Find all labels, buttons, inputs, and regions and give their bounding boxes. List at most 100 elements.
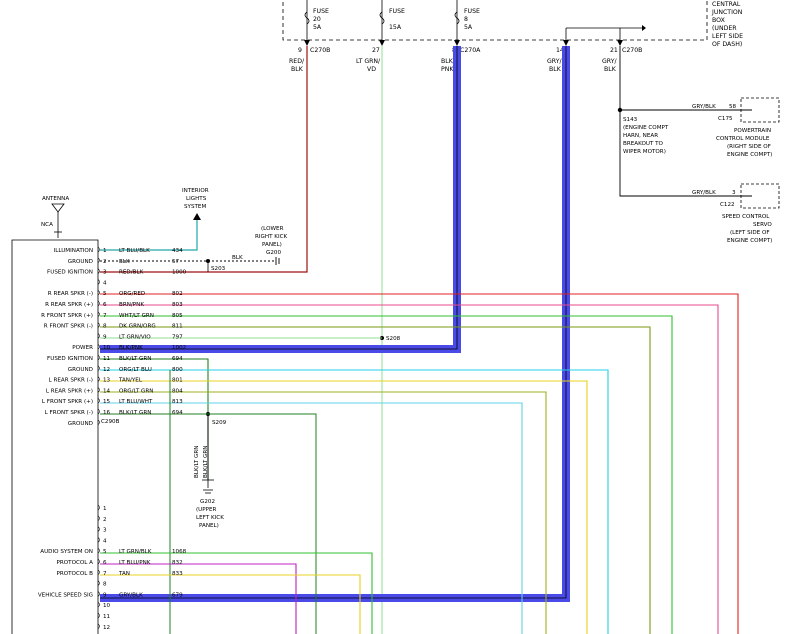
- row-wire: BLK/PNK: [119, 345, 143, 351]
- svg-text:BLK: BLK: [604, 66, 617, 73]
- svg-text:FUSE: FUSE: [389, 8, 405, 15]
- row-pin: 1: [103, 506, 107, 512]
- svg-text:(LOWER: (LOWER: [261, 226, 284, 232]
- connector-pin-tick: [97, 376, 100, 382]
- row-pin: 2: [103, 259, 107, 265]
- row-pin: 4: [103, 538, 107, 544]
- row-wire: RED/BLK: [119, 270, 144, 276]
- row-circuit: 801: [172, 378, 183, 384]
- svg-text:LEFT KICK: LEFT KICK: [196, 515, 224, 521]
- connector-pin-tick: [97, 268, 100, 274]
- junction-label-line-5: LEFT SIDE: [712, 33, 743, 40]
- pcm-wire-label: GRY/BLK: [692, 104, 716, 110]
- connector-pin-tick: [97, 333, 100, 339]
- row-circuit: 802: [172, 291, 183, 297]
- row-wire: ORG/RED: [119, 291, 145, 297]
- svg-text:BREAKOUT TO: BREAKOUT TO: [623, 141, 664, 147]
- row-pin: 10: [103, 345, 111, 351]
- svg-text:HARN, NEAR: HARN, NEAR: [623, 133, 658, 139]
- svg-text:(RIGHT SIDE OF: (RIGHT SIDE OF: [727, 144, 771, 150]
- splice-s209: S209: [212, 420, 227, 426]
- conn-c270a: C270A: [460, 47, 481, 54]
- svg-text:SYSTEM: SYSTEM: [184, 204, 206, 210]
- connector-pin-tick: [97, 515, 100, 522]
- row-pin: 7: [103, 313, 107, 319]
- connector-pin-tick: [97, 537, 100, 543]
- svg-text:BLK/LT GRN: BLK/LT GRN: [203, 446, 209, 478]
- row-pin: 7: [103, 571, 107, 577]
- svg-text:BLK/: BLK/: [441, 58, 456, 65]
- row-pin: 9: [103, 334, 107, 340]
- svg-text:GRY/: GRY/: [547, 58, 562, 65]
- row-pin: 12: [103, 367, 110, 373]
- svg-text:BLK: BLK: [549, 66, 562, 73]
- row-wire: WHT/LT GRN: [119, 313, 154, 319]
- row-pin: 11: [103, 614, 111, 620]
- svg-text:GRY/: GRY/: [602, 58, 617, 65]
- row-label: R FRONT SPKR (-): [44, 324, 93, 330]
- row-wire: DK GRN/ORG: [119, 324, 156, 330]
- svg-text:(UPPER: (UPPER: [196, 507, 217, 513]
- row-pin: 5: [103, 291, 107, 297]
- interior-lights-system: INTERIOR LIGHTS SYSTEM: [100, 188, 209, 251]
- svg-text:(ENGINE COMPT: (ENGINE COMPT: [623, 125, 669, 131]
- row-label: POWER: [72, 345, 93, 351]
- svg-text:S143: S143: [623, 117, 638, 123]
- row-label: FUSED IGNITION: [47, 270, 93, 276]
- pin-14: 14: [556, 47, 564, 54]
- junction-label-line-2: JUNCTION: [711, 9, 743, 16]
- row-pin: 13: [103, 378, 111, 384]
- pcm-pin: 58: [729, 104, 737, 110]
- row-wire: BLK/LT GRN: [119, 410, 151, 416]
- row-circuit: 800: [172, 367, 183, 373]
- connector-pin-tick: [97, 279, 100, 285]
- svg-text:RED/: RED/: [289, 58, 305, 65]
- svg-text:5A: 5A: [464, 24, 473, 31]
- svg-text:CONTROL MODULE: CONTROL MODULE: [716, 136, 770, 142]
- row-pin: 15: [103, 399, 111, 405]
- row-circuit: 803: [172, 302, 183, 308]
- connector-pin-tick: [97, 365, 100, 372]
- connector-pin-tick: [97, 623, 100, 630]
- pin-9: 9: [298, 47, 302, 54]
- svg-text:INTERIOR: INTERIOR: [182, 188, 209, 194]
- svg-text:POWERTRAIN: POWERTRAIN: [734, 128, 771, 134]
- row-wire: TAN/YEL: [118, 378, 143, 384]
- row-circuit: 1068: [172, 549, 187, 555]
- row-pin: 9: [103, 592, 107, 598]
- svg-text:FUSE: FUSE: [313, 8, 329, 15]
- row-pin: 5: [103, 549, 107, 555]
- fuse-20: FUSE 20 5A: [304, 0, 329, 40]
- lower-wires: [100, 552, 373, 634]
- connector-pin-tick: [97, 397, 100, 404]
- row-circuit: 1002: [172, 345, 186, 351]
- row-pin: 3: [103, 270, 107, 276]
- svg-text:ENGINE COMPT): ENGINE COMPT): [727, 238, 772, 244]
- connector-c290b: C290B: [101, 419, 120, 425]
- svg-text:SPEED CONTROL: SPEED CONTROL: [722, 214, 770, 220]
- svg-text:8: 8: [464, 16, 468, 23]
- connector-pin-tick: [97, 580, 100, 586]
- connector-pin-tick: [97, 526, 100, 532]
- connector-pin-tick: [97, 547, 100, 554]
- row-circuit: 833: [172, 571, 183, 577]
- conn-c270b-a: C270B: [310, 47, 330, 54]
- svg-text:5A: 5A: [313, 24, 322, 31]
- row-label: L FRONT SPKR (+): [42, 399, 93, 405]
- svg-text:BLK: BLK: [291, 66, 304, 73]
- wire-label-blk-pnk: BLK/ PNK: [441, 58, 456, 73]
- row-circuit: 813: [172, 399, 183, 405]
- connector-pin-tick: [97, 322, 100, 328]
- row-pin: 2: [103, 517, 107, 523]
- pin-21: 21: [610, 47, 618, 54]
- connector-pin-tick: [97, 419, 100, 426]
- row-wire: ORG/LT GRN: [119, 388, 153, 394]
- connector-pin-tick: [97, 558, 100, 565]
- row-label: VEHICLE SPEED SIG: [38, 592, 93, 598]
- powertrain-control-module: GRY/BLK 58 C175 POWERTRAIN CONTROL MODUL…: [692, 97, 780, 158]
- ground-g200: (LOWER RIGHT KICK PANEL) G200 BLK S203: [100, 226, 287, 272]
- row-circuit: 804: [172, 388, 183, 394]
- svg-text:BLK/LT GRN: BLK/LT GRN: [194, 446, 200, 478]
- row-pin: 1: [103, 248, 107, 254]
- svg-text:G200: G200: [266, 250, 281, 256]
